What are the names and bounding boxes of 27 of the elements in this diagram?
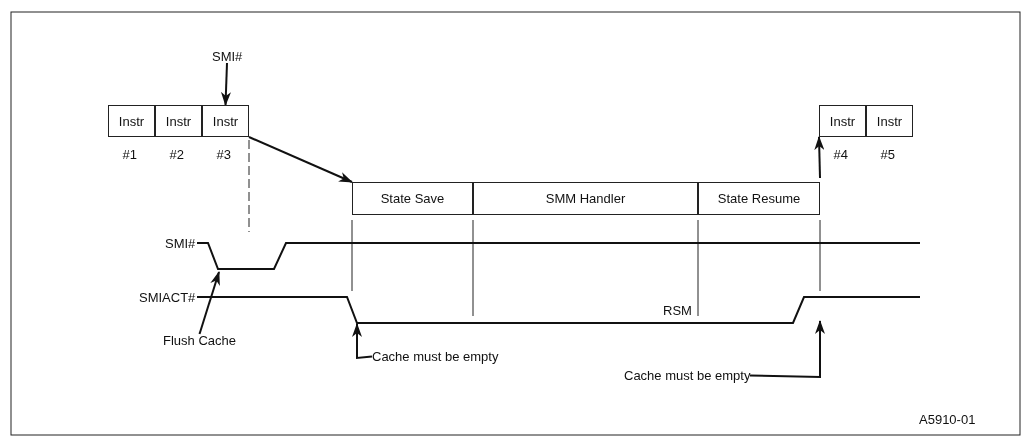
annotation-text: Cache must be empty	[372, 350, 499, 363]
annotation-text: Cache must be empty	[624, 369, 751, 382]
instruction-box: Instr	[819, 105, 866, 137]
leader-arrow	[352, 323, 373, 360]
phase-box: State Resume	[698, 182, 820, 215]
arrow	[248, 136, 353, 183]
instruction-number: #2	[169, 148, 184, 161]
instruction-box: Instr	[202, 105, 249, 137]
instruction-box: Instr	[866, 105, 913, 137]
arrow	[814, 136, 825, 179]
state-label: RSM	[663, 304, 692, 317]
figure-id: A5910-01	[919, 413, 976, 426]
annotation-text: Flush Cache	[163, 334, 236, 347]
signal-name: SMI#	[165, 237, 196, 250]
signal-label: SMI#	[212, 50, 243, 63]
instruction-number: #1	[122, 148, 137, 161]
leader-arrow	[749, 320, 825, 379]
instruction-number: #5	[880, 148, 895, 161]
leader-arrow	[198, 271, 220, 335]
instruction-box: Instr	[108, 105, 155, 137]
arrow	[220, 62, 231, 106]
instruction-number: #3	[216, 148, 231, 161]
signal-name: SMIACT#	[139, 291, 196, 304]
phase-box: SMM Handler	[473, 182, 698, 215]
phase-box: State Save	[352, 182, 473, 215]
instruction-number: #4	[833, 148, 848, 161]
instruction-box: Instr	[155, 105, 202, 137]
